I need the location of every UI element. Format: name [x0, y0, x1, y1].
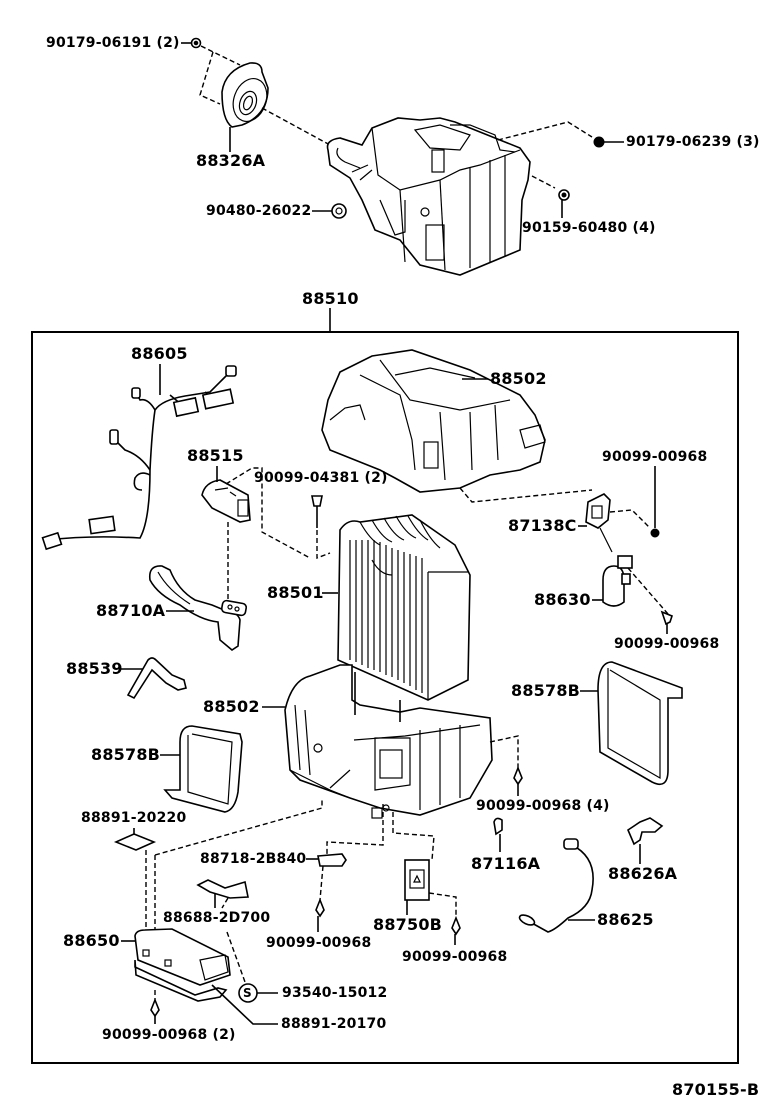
part-label-88718-2b840[interactable]: 88718-2B840	[200, 851, 307, 867]
part-label-88650[interactable]: 88650	[63, 931, 120, 950]
hose-88539[interactable]	[126, 657, 187, 700]
part-label-88510[interactable]: 88510	[302, 289, 359, 308]
part-label-90099-00968-e[interactable]: 90099-00968	[402, 949, 508, 965]
control-unit-88650[interactable]	[134, 928, 231, 1002]
dashed-line	[627, 567, 669, 615]
dashed-line	[609, 509, 651, 529]
dashed-line	[261, 107, 331, 146]
sensor-wire-88625[interactable]	[518, 838, 594, 933]
screw-icon-87138c[interactable]	[650, 528, 660, 538]
dashed-line	[319, 865, 324, 901]
part-label-90099-00968-f[interactable]: 90099-00968 (2)	[102, 1027, 236, 1043]
part-label-90179-06191[interactable]: 90179-06191 (2)	[46, 35, 180, 51]
blower-housing[interactable]	[326, 117, 531, 276]
bracket-88718-2b840[interactable]	[317, 853, 347, 867]
dashed-line	[392, 812, 435, 861]
part-label-88326a[interactable]: 88326A	[196, 151, 266, 170]
part-label-88515[interactable]: 88515	[187, 446, 244, 465]
part-label-88891-20220[interactable]: 88891-20220	[81, 810, 187, 826]
label-sticker-88891-20220[interactable]	[113, 833, 157, 851]
part-label-90099-04381[interactable]: 90099-04381 (2)	[254, 470, 388, 486]
part-label-88626a[interactable]: 88626A	[608, 864, 678, 883]
leader-line	[599, 527, 613, 553]
part-label-90099-00968-d[interactable]: 90099-00968	[266, 935, 372, 951]
seal-left-88578b[interactable]	[163, 725, 243, 813]
dashed-line	[428, 892, 457, 918]
dashed-line	[221, 897, 246, 983]
amplifier-87138c[interactable]	[585, 493, 611, 529]
screw-icon-relay[interactable]	[451, 915, 461, 936]
part-label-90099-00968-a[interactable]: 90099-00968	[602, 449, 708, 465]
thermistor-88630[interactable]	[602, 555, 633, 607]
part-label-87116a[interactable]: 87116A	[471, 854, 541, 873]
dashed-line	[154, 798, 323, 856]
part-label-88539[interactable]: 88539	[66, 659, 123, 678]
part-label-88578b-left[interactable]: 88578B	[91, 745, 161, 764]
lower-case-88502[interactable]	[284, 664, 493, 819]
part-label-88502-lower[interactable]: 88502	[203, 697, 260, 716]
part-label-88891-20170[interactable]: 88891-20170	[281, 1016, 387, 1032]
sensor-clip-88626a[interactable]	[627, 817, 664, 846]
figure-code: 870155-B	[672, 1080, 760, 1099]
leader-line	[211, 984, 278, 1025]
bolt-icon-90099-04381[interactable]	[311, 495, 323, 528]
evaporator-88501[interactable]	[337, 514, 471, 701]
screw-icon-case[interactable]	[513, 765, 523, 786]
dashed-line	[497, 121, 593, 141]
part-label-88688-2d700[interactable]: 88688-2D700	[163, 910, 271, 926]
part-label-93540-15012[interactable]: 93540-15012	[282, 985, 388, 1001]
part-label-90099-00968-b[interactable]: 90099-00968	[614, 636, 720, 652]
screw-icon-bracket[interactable]	[315, 897, 325, 918]
part-label-90099-00968-c[interactable]: 90099-00968 (4)	[476, 798, 610, 814]
connector-88688-2d700[interactable]	[196, 879, 249, 899]
dashed-line	[225, 467, 311, 559]
part-label-88502-upper[interactable]: 88502	[490, 369, 547, 388]
part-label-88630[interactable]: 88630	[534, 590, 591, 609]
part-label-87138c[interactable]: 87138C	[508, 516, 577, 535]
dashed-line	[316, 530, 331, 560]
dashed-line	[199, 45, 241, 105]
clip-icon-90480[interactable]	[331, 203, 347, 219]
part-label-88501[interactable]: 88501	[267, 583, 324, 602]
screw-icon-90159[interactable]	[558, 189, 570, 201]
clamp-87116a[interactable]	[493, 817, 503, 836]
tube-88710a[interactable]	[148, 565, 248, 651]
dashed-line	[326, 804, 384, 858]
nut-icon-top-left[interactable]	[190, 37, 202, 49]
screw-s-symbol-text: S	[243, 986, 252, 1000]
part-label-88625[interactable]: 88625	[597, 910, 654, 929]
dashed-line	[489, 735, 519, 768]
relay-88750b[interactable]	[404, 859, 430, 901]
part-label-88750b[interactable]: 88750B	[373, 915, 443, 934]
dashed-line	[531, 175, 556, 189]
part-label-88605[interactable]: 88605	[131, 344, 188, 363]
screw-icon-88630[interactable]	[660, 610, 673, 626]
screw-icon-unit[interactable]	[150, 997, 160, 1018]
part-label-90159-60480[interactable]: 90159-60480 (4)	[522, 220, 656, 236]
upper-case-88502[interactable]	[321, 349, 546, 493]
wire-harness-88605[interactable]	[41, 365, 237, 551]
nut-icon-top-right[interactable]	[593, 136, 605, 148]
dashed-line	[459, 487, 593, 503]
part-label-90179-06239[interactable]: 90179-06239 (3)	[626, 134, 760, 150]
part-label-88578b-right[interactable]: 88578B	[511, 681, 581, 700]
part-label-90480-26022[interactable]: 90480-26022	[206, 203, 312, 219]
expansion-valve-88515[interactable]	[201, 479, 251, 523]
assembly-frame-88510	[31, 331, 739, 1064]
seal-right-88578b[interactable]	[597, 661, 683, 786]
part-label-88710a[interactable]: 88710A	[96, 601, 166, 620]
cover-plate-88326a[interactable]	[221, 62, 273, 128]
